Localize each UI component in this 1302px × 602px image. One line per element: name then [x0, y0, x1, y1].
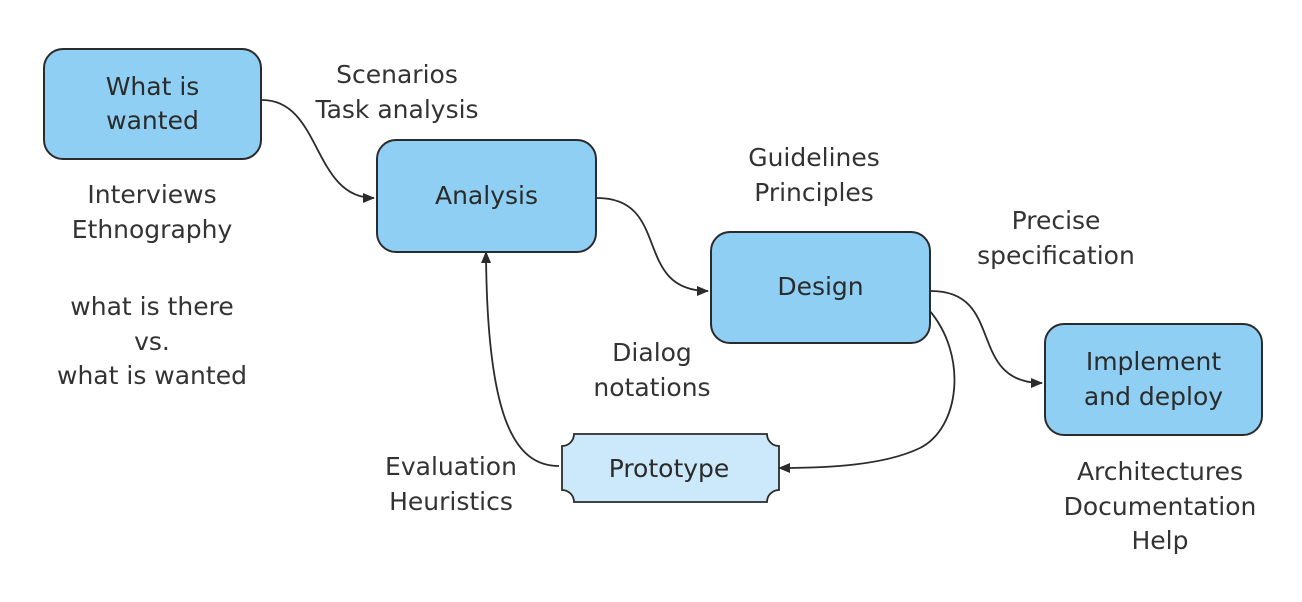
annotation-architectures-line2: Documentation — [1063, 491, 1257, 521]
annotation-guidelines-line2: Principles — [754, 177, 874, 207]
annotation-what-is-there-line3: what is wanted — [57, 361, 247, 390]
node-implement-and-deploy: Implement and deploy — [1044, 323, 1263, 436]
annotation-what-is-there: what is there vs. what is wanted — [52, 290, 252, 394]
node-analysis-label: Analysis — [434, 180, 538, 210]
annotation-architectures: Architectures Documentation Help — [1050, 455, 1270, 559]
annotation-architectures-line3: Help — [1131, 526, 1189, 555]
node-what-is-wanted: What is wanted — [43, 48, 262, 160]
annotation-what-is-there-line1: what is there — [70, 292, 234, 321]
arrow-design-to-implement — [930, 290, 1043, 388]
node-design: Design — [710, 231, 931, 344]
annotation-dialog-line2: notations — [593, 372, 711, 402]
node-prototype: Prototype — [562, 437, 776, 499]
annotation-scenarios: Scenarios Task analysis — [312, 58, 482, 127]
annotation-precise-specification: Precise specification — [961, 204, 1151, 273]
annotation-scenarios-line1: Scenarios — [336, 60, 458, 89]
annotation-interviews-line2: Ethnography — [71, 214, 233, 244]
annotation-evaluation-line2: Heuristics — [389, 486, 513, 516]
annotation-precise-line2: specification — [977, 240, 1135, 270]
arrow-prototype-to-analysis — [481, 251, 560, 467]
annotation-interviews: Interviews Ethnography — [62, 178, 242, 247]
annotation-dialog-line1: Dialog — [612, 338, 692, 367]
arrow-wanted-to-analysis — [261, 99, 375, 203]
node-implement-line2: and deploy — [1083, 381, 1224, 411]
node-implement-line1: Implement — [1085, 347, 1222, 376]
annotation-guidelines: Guidelines Principles — [734, 141, 894, 210]
annotation-scenarios-line2: Task analysis — [315, 94, 479, 124]
prototype-shape — [561, 433, 780, 503]
arrow-analysis-to-design — [596, 197, 709, 296]
node-prototype-label: Prototype — [608, 453, 730, 483]
annotation-what-is-there-line2: vs. — [134, 326, 170, 356]
node-design-label: Design — [777, 272, 864, 302]
arrow-design-to-prototype — [778, 309, 956, 473]
node-what-is-wanted-line1: What is — [105, 71, 200, 101]
node-analysis: Analysis — [376, 139, 597, 253]
annotation-precise-line1: Precise — [1011, 206, 1101, 235]
annotation-evaluation-heuristics: Evaluation Heuristics — [372, 450, 530, 519]
annotation-architectures-line1: Architectures — [1076, 457, 1244, 486]
annotation-interviews-line1: Interviews — [87, 180, 217, 209]
annotation-guidelines-line1: Guidelines — [748, 143, 880, 172]
node-what-is-wanted-line2: wanted — [106, 106, 199, 135]
annotation-evaluation-line1: Evaluation — [385, 452, 517, 481]
annotation-dialog-notations: Dialog notations — [577, 336, 727, 405]
